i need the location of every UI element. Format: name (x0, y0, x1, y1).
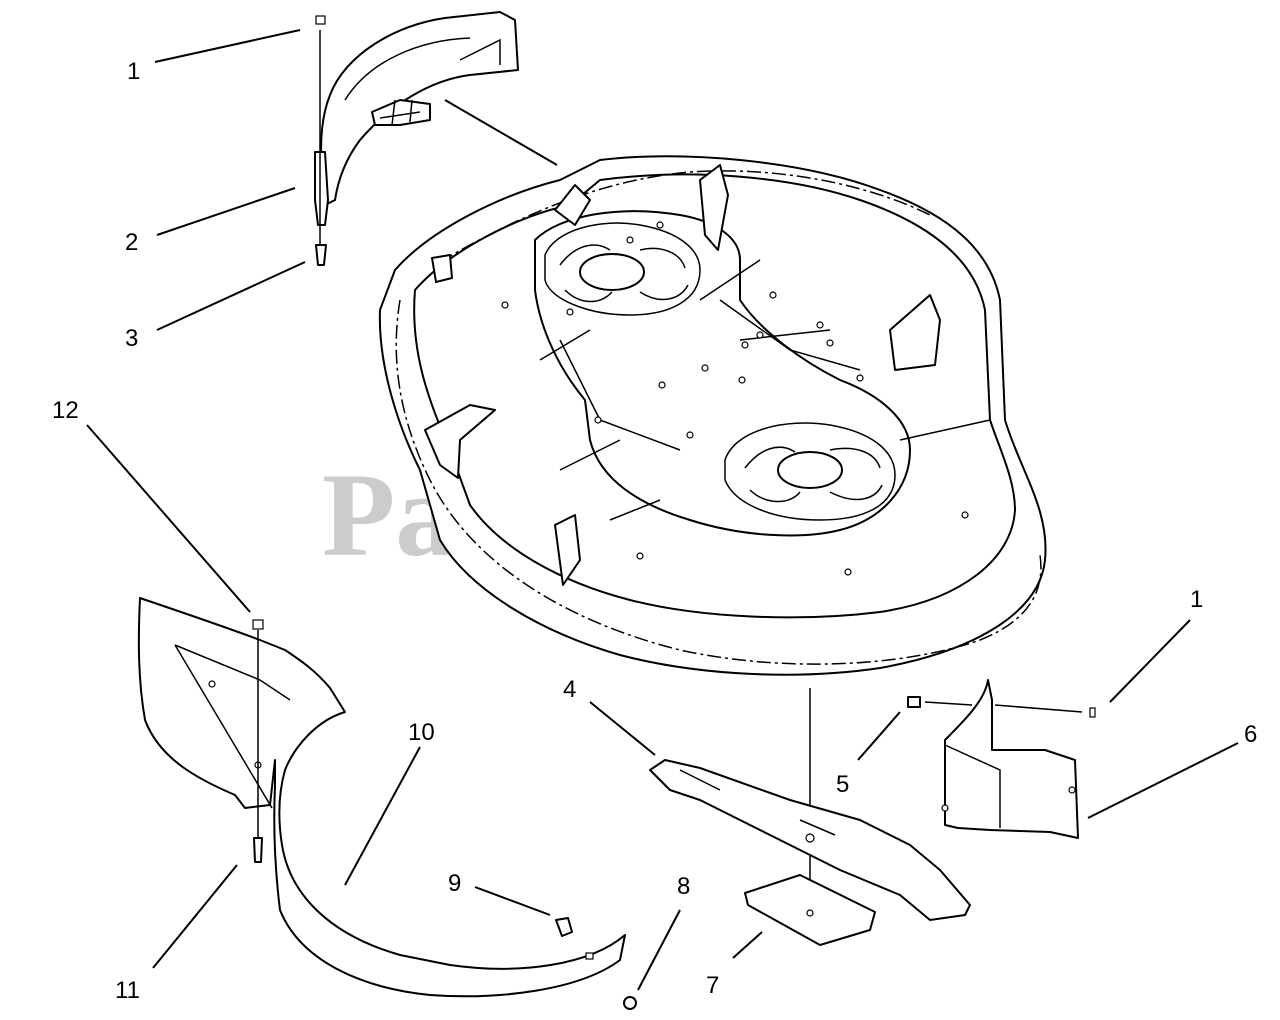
callout-labels: 1 2 3 12 10 11 9 8 7 4 5 1 6 (52, 58, 1257, 1004)
callout-6: 6 (1244, 721, 1257, 748)
left-chute-assembly (137, 597, 637, 1010)
callout-4: 4 (563, 676, 576, 703)
callout-12: 12 (52, 397, 79, 424)
callout-2: 2 (125, 229, 138, 256)
top-deflector-assembly (314, 11, 519, 266)
callout-3: 3 (125, 325, 138, 352)
callout-5: 5 (836, 771, 849, 798)
callout-9: 9 (448, 870, 461, 897)
leader-lines (86, 29, 1239, 991)
callout-8: 8 (677, 873, 690, 900)
callout-10: 10 (408, 719, 435, 746)
deck-holes (501, 221, 969, 576)
blade-assembly (649, 688, 971, 946)
callout-1-top: 1 (127, 58, 140, 85)
callout-7: 7 (706, 972, 719, 999)
callout-1-right: 1 (1190, 586, 1203, 613)
mower-deck (378, 155, 1047, 676)
callout-11: 11 (115, 977, 140, 1004)
right-deflector-assembly (907, 679, 1096, 839)
